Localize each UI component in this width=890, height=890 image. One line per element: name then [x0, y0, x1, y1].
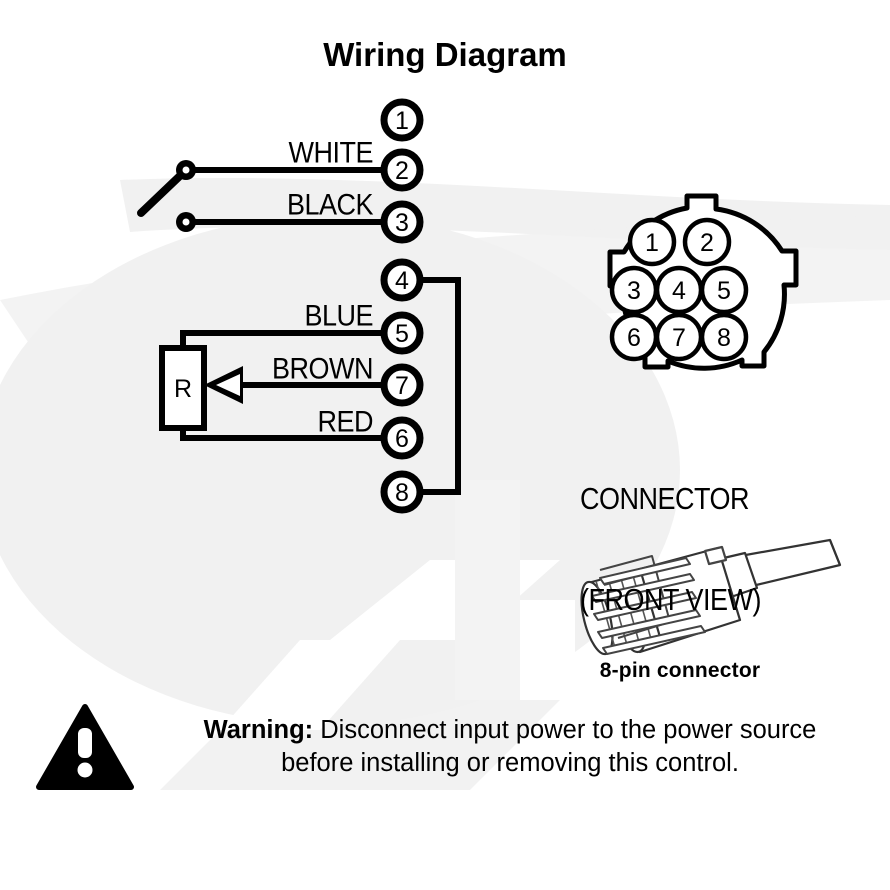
warning-message: Warning: Disconnect input power to the p… [140, 714, 880, 780]
terminal-pin-2-number: 2 [395, 157, 409, 185]
terminal-pin-8-number: 8 [395, 479, 409, 507]
wire-label-brown: BROWN [272, 352, 374, 385]
terminal-pin-1 [380, 98, 424, 142]
switch-terminal-contact-inner [182, 218, 190, 226]
connector-pin-7-number: 7 [672, 324, 686, 352]
plug-cable-end [828, 539, 842, 566]
warning-label: Warning: [203, 716, 314, 744]
connector-pin-1 [627, 217, 677, 267]
connector-pin-6-number: 6 [627, 324, 641, 352]
connector-pin-3-number: 3 [627, 277, 641, 305]
resistor-label: R [174, 375, 192, 403]
warning-line-2: before installing or removing this contr… [281, 749, 739, 777]
wire-red [180, 428, 384, 441]
wire-label-black: BLACK [286, 188, 374, 221]
warning-exclamation-dot [77, 762, 93, 778]
switch-blade [137, 168, 188, 217]
connector-pin-8-number: 8 [717, 324, 731, 352]
wire-label-white: WHITE [288, 136, 374, 169]
plug-pins [591, 557, 706, 655]
wiper-arrow-inner [216, 374, 240, 396]
connector-pin-2 [682, 217, 732, 267]
warning-exclamation-bar [78, 728, 92, 758]
warning-triangle-icon [36, 704, 134, 790]
wire-label-blue: BLUE [304, 299, 373, 332]
wire-blue [180, 330, 384, 348]
connector-front-view-caption: CONNECTOR (FRONT VIEW) [580, 415, 880, 684]
wire-jumper-4-to-8 [420, 277, 461, 495]
resistor-symbol: R [159, 345, 243, 431]
wire-label-red: RED [317, 405, 373, 438]
connector-plug-caption: 8-pin connector [599, 659, 761, 682]
switch-pivot-contact-inner [182, 166, 190, 174]
terminal-pin-3-number: 3 [395, 209, 409, 237]
terminal-pin-6-number: 6 [395, 425, 409, 453]
connector-pin-1-number: 1 [645, 229, 659, 257]
connector-pin-8 [699, 312, 749, 362]
warning-line-1: Disconnect input power to the power sour… [313, 716, 817, 744]
terminal-pin-4-number: 4 [395, 267, 409, 295]
connector-caption-line-1: CONNECTOR [580, 482, 750, 516]
plug-latch [703, 545, 728, 566]
connector-front-view-illustration: 1 2 3 4 5 6 7 8 [607, 193, 799, 371]
connector-plug-illustration [580, 538, 842, 656]
connector-pin-4-number: 4 [672, 277, 686, 305]
terminal-pin-1-number: 1 [395, 107, 409, 135]
resistor-body [159, 345, 207, 431]
connector-caption-line-2: (FRONT VIEW) [580, 583, 761, 617]
page-title: Wiring Diagram [323, 36, 567, 73]
connector-pin-2-number: 2 [700, 229, 714, 257]
connector-pin-5-number: 5 [717, 277, 731, 305]
terminal-pin-7-number: 7 [395, 372, 409, 400]
connector-pin-5 [699, 265, 749, 315]
terminal-pin-5-number: 5 [395, 320, 409, 348]
switch-symbol [137, 160, 196, 232]
